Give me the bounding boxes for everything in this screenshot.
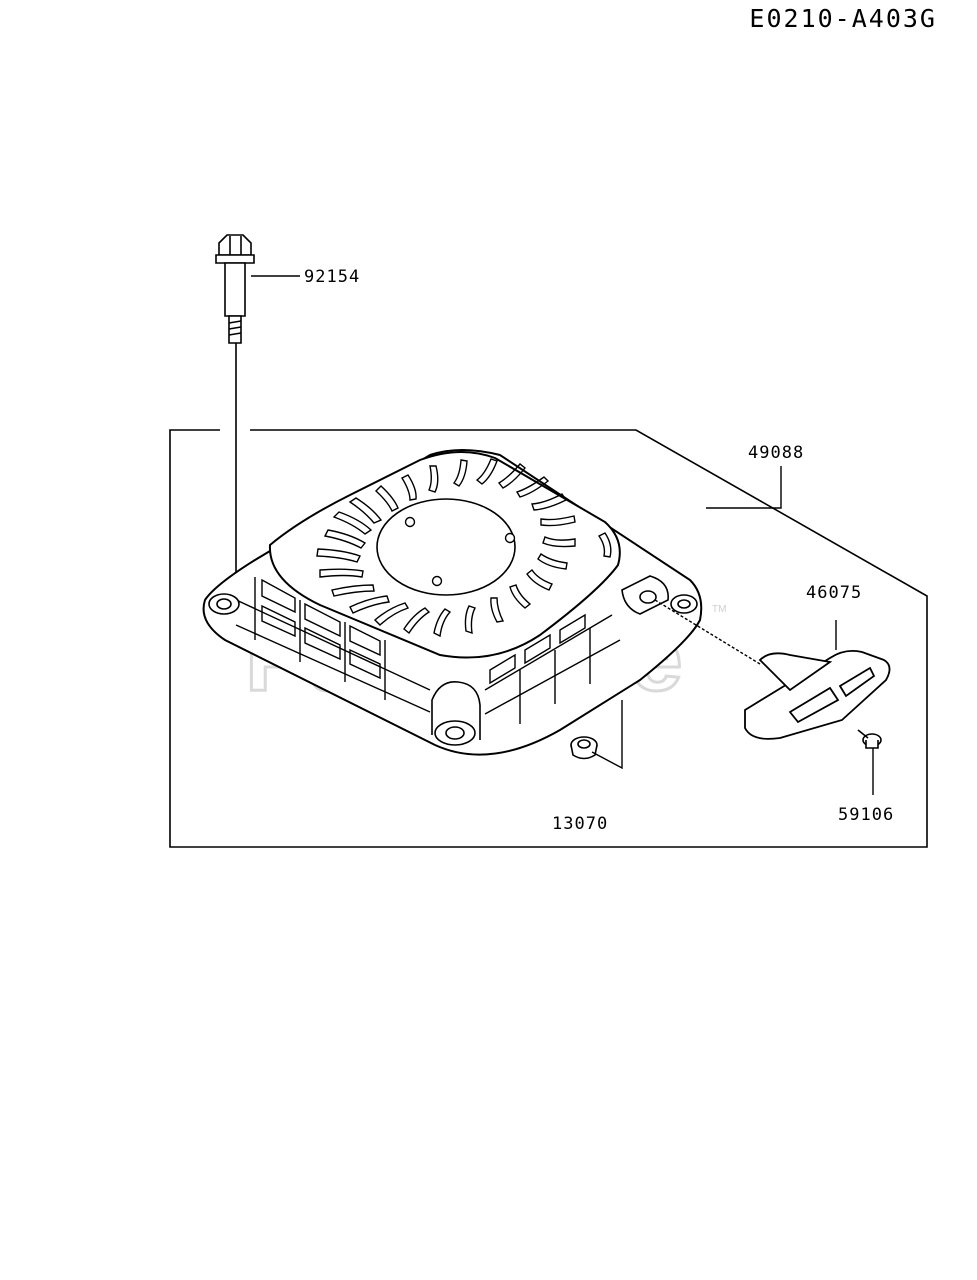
mount-boss-left: [208, 593, 240, 615]
leader-49088: [706, 466, 782, 509]
rivet-icon: [857, 729, 882, 749]
bolt-icon: [215, 234, 255, 344]
diagram-code: E0210-A403G: [749, 4, 937, 33]
starter-handle-icon: [744, 649, 891, 740]
leader-13070: [591, 700, 623, 770]
part-label-92154: 92154: [304, 267, 360, 287]
vent-slots: [316, 458, 612, 638]
mount-boss-front: [431, 681, 481, 746]
assembly-frame: [169, 429, 928, 848]
rope-guide: [621, 575, 669, 615]
part-label-13070: 13070: [552, 814, 608, 834]
part-label-59106: 59106: [838, 805, 894, 825]
starter-rope: [654, 599, 761, 665]
skirt-grid: [231, 577, 621, 724]
watermark-tm: TM: [712, 604, 726, 615]
part-label-49088: 49088: [748, 443, 804, 463]
grommet-icon: [570, 736, 598, 760]
mount-boss-right: [670, 594, 698, 614]
part-label-46075: 46075: [806, 583, 862, 603]
